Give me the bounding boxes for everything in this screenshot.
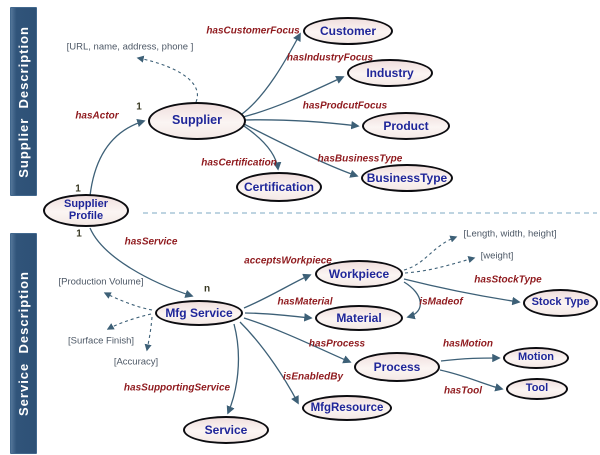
node-supplier-profile: Supplier Profile [43, 194, 129, 227]
edge-label-has-tool: hasTool [444, 385, 482, 397]
edge-hasStockType [403, 278, 521, 306]
annotation-surface-finish: [Surface Finish] [68, 335, 134, 347]
edge-hasService [89, 227, 194, 298]
edge-label-has-customer-focus: hasCustomerFocus [206, 25, 300, 37]
edge-surface-finish [106, 313, 152, 330]
node-business-type: BusinessType [361, 164, 453, 192]
edge-label-has-service: hasService [124, 236, 178, 248]
node-product: Product [362, 112, 450, 140]
edge-hasIndustryFocus [242, 76, 345, 118]
edge-hasProdcutFocus [242, 119, 360, 130]
edge-label-accepts-workpiece: acceptsWorkpiece [244, 255, 332, 267]
node-customer: Customer [303, 17, 393, 45]
node-material: Material [315, 305, 403, 331]
cardinality-mfg-service-end: n [203, 283, 211, 295]
node-process: Process [354, 352, 440, 382]
edge-label-has-actor: hasActor [75, 110, 119, 122]
annotation-production-volume: [Production Volume] [58, 276, 144, 288]
edge-hasCustomerFocus [241, 32, 301, 115]
node-mfg-service: Mfg Service [155, 300, 243, 326]
annotation-supplier-attributes: [URL, name, address, phone ] [66, 41, 194, 53]
edge-supplier-attributes [136, 55, 198, 103]
edge-label-has-stock-type: hasStockType [474, 274, 542, 286]
edge-hasBusinessType [241, 122, 359, 178]
edge-hasTool [439, 369, 504, 392]
edge-label-has-business-type: hasBusinessType [317, 153, 403, 165]
edge-label-is-enabled-by: isEnabledBy [282, 371, 344, 383]
edge-label-has-material: hasMaterial [277, 296, 333, 308]
node-tool: Tool [506, 378, 568, 400]
edge-label-has-process: hasProcess [308, 338, 366, 350]
edge-hasCertification [240, 123, 282, 171]
cardinality-profile-bottom: 1 [76, 228, 82, 240]
edge-accuracy [144, 316, 153, 352]
edge-hasSupportingService [226, 323, 240, 415]
cardinality-supplier-end: 1 [136, 101, 142, 113]
node-mfg-resource: MfgResource [302, 395, 392, 421]
edge-hasMotion [440, 353, 501, 363]
edge-production-volume [103, 292, 153, 311]
edge-label-has-supporting-service: hasSupportingService [123, 382, 231, 394]
annotation-accuracy: [Accuracy] [113, 356, 159, 368]
edge-isEnabledBy [239, 321, 299, 405]
node-supplier: Supplier [148, 102, 246, 140]
node-industry: Industry [347, 59, 433, 87]
edge-label-is-madeof: isMadeof [419, 296, 463, 308]
edge-hasProcess [243, 317, 352, 364]
annotation-workpiece-dimensions: [Length, width, height] [463, 228, 557, 240]
edge-label-has-certification: hasCertification [201, 157, 277, 169]
edge-hasMaterial [244, 312, 313, 322]
edge-workpiece-dimensions [403, 235, 458, 271]
edge-label-has-motion: hasMotion [443, 338, 493, 350]
node-stock-type: Stock Type [523, 289, 598, 317]
edge-acceptsWorkpiece [243, 273, 312, 309]
node-motion: Motion [503, 347, 569, 369]
node-service: Service [183, 416, 269, 444]
annotation-weight: [weight] [480, 250, 514, 262]
edge-label-has-industry-focus: hasIndustryFocus [286, 52, 374, 64]
banner-service-description: Service Description [10, 233, 37, 454]
node-workpiece: Workpiece [315, 260, 403, 288]
edge-workpiece-weight [404, 256, 476, 274]
edge-hasActor [89, 118, 146, 197]
edge-isMadeof [403, 281, 421, 320]
node-certification: Certification [236, 172, 322, 202]
banner-supplier-description: Supplier Description [10, 7, 37, 196]
cardinality-profile-top: 1 [75, 183, 81, 195]
edge-label-has-prodcut-focus: hasProdcutFocus [302, 100, 388, 112]
